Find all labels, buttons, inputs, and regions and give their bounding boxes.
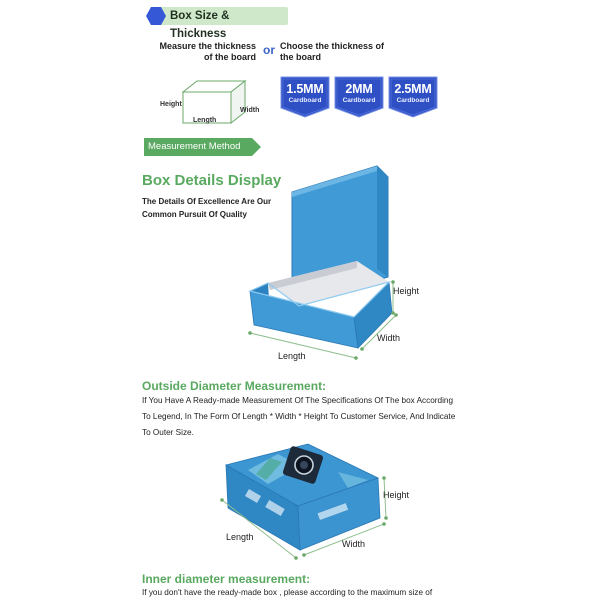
- arrow-tag-icon: [144, 138, 261, 156]
- box2-width-label: Width: [342, 539, 366, 549]
- inner-text: If you don't have the ready-made box , p…: [142, 588, 433, 597]
- board-value: 2MM: [345, 82, 373, 96]
- board-value: 1.5MM: [286, 82, 324, 96]
- measurement-method-label: Measurement Method: [144, 138, 262, 156]
- board-option-2-5mm[interactable]: 2.5MM Cardboard: [388, 76, 438, 118]
- box2-length-label: Length: [226, 532, 254, 542]
- box1-height-label: Height: [393, 286, 420, 296]
- closed-box-illustration: [220, 443, 388, 560]
- open-box-illustration: [248, 165, 398, 360]
- board-label: Cardboard: [288, 97, 322, 104]
- details-title: Box Details Display: [142, 172, 282, 189]
- measurement-method-text: Measurement Method: [148, 141, 241, 152]
- board-value: 2.5MM: [394, 82, 432, 96]
- board-option-1-5mm[interactable]: 1.5MM Cardboard: [280, 76, 330, 118]
- box-outline-diagram: [182, 80, 247, 125]
- measure-thickness-text: Measure the thickness of the board: [159, 41, 256, 62]
- section-header: Box Size & Thickness: [160, 7, 288, 40]
- box1-length-label: Length: [278, 351, 306, 361]
- section-title: Box Size & Thickness: [170, 10, 230, 40]
- diagram-height-label: Height: [160, 101, 182, 108]
- box2-height-label: Height: [383, 490, 410, 500]
- board-label: Cardboard: [396, 97, 430, 104]
- outside-text: If You Have A Ready-made Measurement Of …: [142, 396, 456, 437]
- badge-shape-icon: [334, 76, 384, 118]
- outside-title: Outside Diameter Measurement:: [142, 379, 327, 393]
- or-label: or: [263, 43, 275, 57]
- details-subtitle: The Details Of Excellence Are Our Common…: [142, 197, 272, 219]
- board-label: Cardboard: [342, 97, 376, 104]
- choose-thickness-text: Choose the thickness of the board: [280, 41, 385, 62]
- box1-width-label: Width: [377, 333, 401, 343]
- diagram-length-label: Length: [193, 117, 217, 124]
- badge-shape-icon: [388, 76, 438, 118]
- hexagon-icon: [146, 7, 166, 25]
- board-option-2mm[interactable]: 2MM Cardboard: [334, 76, 384, 118]
- inner-title: Inner diameter measurement:: [142, 572, 311, 586]
- badge-shape-icon: [280, 76, 330, 118]
- diagram-width-label: Width: [240, 107, 260, 114]
